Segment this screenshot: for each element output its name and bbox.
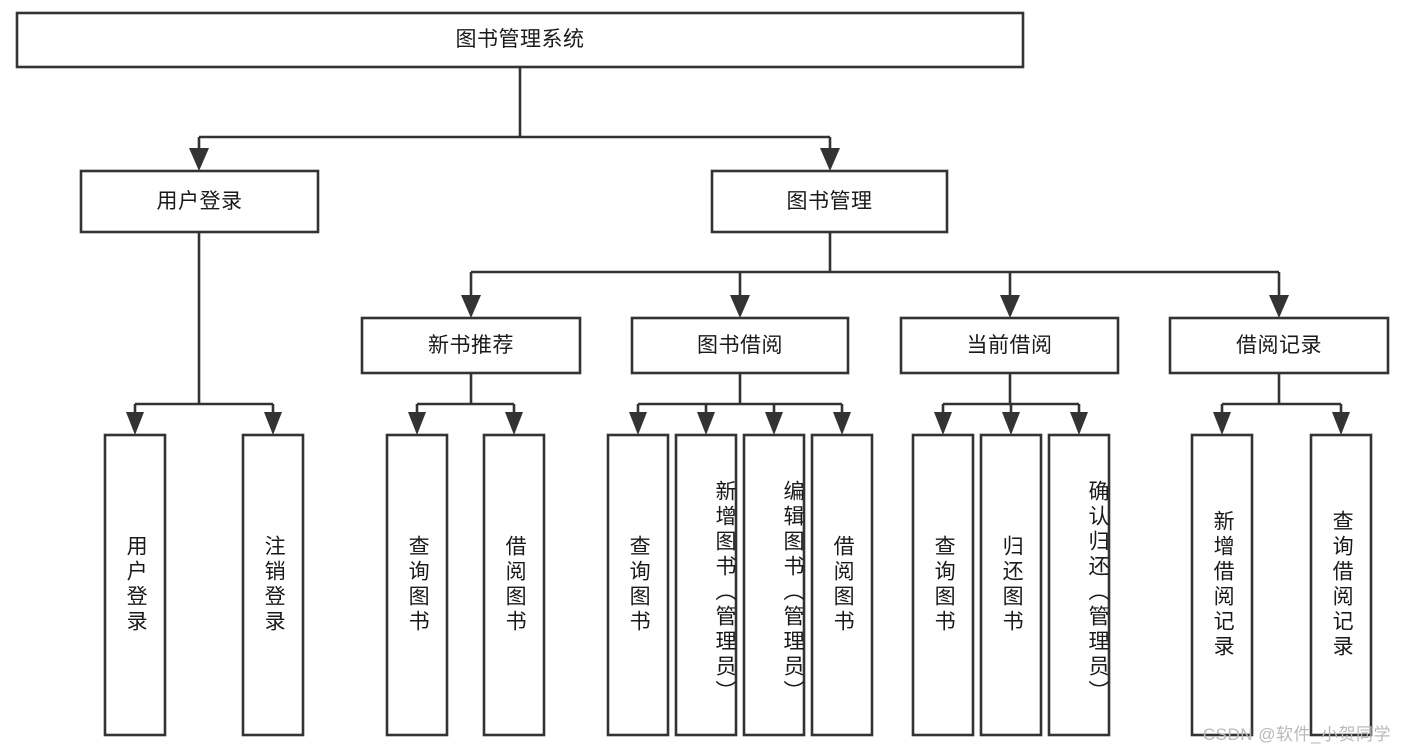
arrow-to-leaf-edit-book-admin [765,412,783,435]
node-rect-leaf-edit-book-admin[interactable] [742,433,806,737]
node-rect-leaf-query-book-1[interactable] [385,433,449,737]
node-rect-leaf-logout-login[interactable] [241,433,305,737]
arrow-to-leaf-add-borrow-record [1213,412,1231,435]
arrow-to-leaf-query-borrow-record [1332,412,1350,435]
node-rect-root[interactable] [15,11,1025,69]
arrow-to-book-management [820,148,840,171]
node-rect-borrow-records[interactable] [1168,316,1390,375]
arrow-to-leaf-borrow-book-2 [833,412,851,435]
arrow-to-leaf-add-book-admin [697,412,715,435]
node-rect-leaf-query-borrow-record[interactable] [1309,433,1373,737]
node-rect-leaf-add-book-admin[interactable] [674,433,738,737]
arrow-to-leaf-borrow-book-1 [505,412,523,435]
arrow-to-leaf-query-book-3 [934,412,952,435]
node-rectangles [15,11,1390,737]
arrow-to-user-login [189,148,209,171]
arrow-to-leaf-return-book [1002,412,1020,435]
arrow-to-book-borrow [730,295,750,318]
arrow-to-leaf-query-book-1 [408,412,426,435]
node-rect-current-borrow[interactable] [899,316,1120,375]
connector-arrowheads [126,148,1350,435]
arrow-to-leaf-logout-login [264,412,282,435]
node-rect-leaf-add-borrow-record[interactable] [1190,433,1254,737]
node-rect-leaf-borrow-book-2[interactable] [810,433,874,737]
node-rect-new-book-recommend[interactable] [360,316,582,375]
node-rect-user-login[interactable] [79,169,320,234]
arrow-to-leaf-user-login [126,412,144,435]
node-rect-leaf-borrow-book-1[interactable] [482,433,546,737]
arrow-to-leaf-query-book-2 [629,412,647,435]
node-rect-book-borrow[interactable] [630,316,850,375]
arrow-to-leaf-confirm-return-admin [1070,412,1088,435]
arrow-to-new-book-recommend [461,295,481,318]
arrow-to-current-borrow [1000,295,1020,318]
node-rect-leaf-query-book-2[interactable] [606,433,670,737]
node-rect-leaf-confirm-return-admin[interactable] [1047,433,1111,737]
arrow-to-borrow-records [1269,295,1289,318]
node-rect-book-management[interactable] [710,169,949,234]
node-rect-leaf-return-book[interactable] [979,433,1043,737]
node-rect-leaf-user-login[interactable] [103,433,167,737]
node-rect-leaf-query-book-3[interactable] [911,433,975,737]
